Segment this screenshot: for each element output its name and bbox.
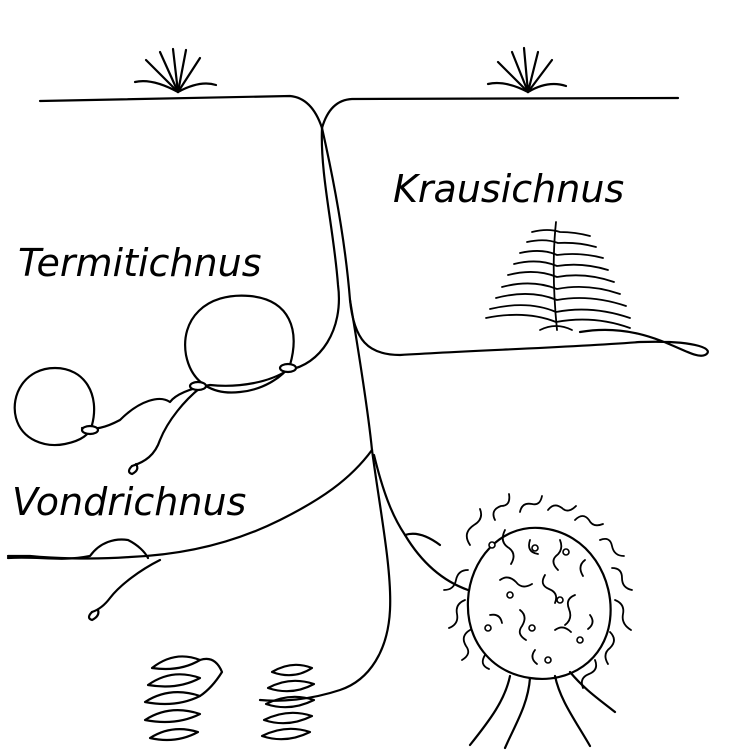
ground-surface-right (320, 96, 680, 130)
krausichnus-chamber-outline (348, 298, 709, 357)
fungus-comb-hyphae (443, 493, 633, 689)
termitichnus-tip (127, 462, 139, 476)
termitichnus-chamber-large (184, 294, 295, 394)
termitichnus-neck-1 (278, 362, 298, 374)
termitichnus-label: Termitichnus (18, 241, 262, 285)
vondrichnus-branch-down (90, 558, 162, 614)
main-tunnel-right-wall (320, 126, 374, 452)
lower-tunnel-3 (403, 532, 442, 547)
lower-tunnel-1 (258, 448, 392, 702)
termitichnus-neck-3 (80, 424, 100, 436)
fungus-comb-roots (468, 670, 617, 750)
ground-surface-left (38, 94, 324, 130)
stacked-cells-left (143, 655, 224, 742)
krausichnus-label: Krausichnus (393, 167, 625, 211)
fungus-comb-nest (443, 493, 633, 750)
termitichnus-branch-tunnel (80, 368, 290, 430)
termitichnus-connector (130, 386, 202, 468)
termitichnus-chamber-small (13, 366, 96, 446)
main-tunnel-left-wall (286, 126, 341, 372)
grass-tuft-right (486, 46, 568, 94)
grass-tuft-left (133, 47, 218, 94)
vondrichnus-tip (87, 608, 100, 622)
stacked-cells-right (260, 663, 316, 741)
fungus-comb-sphere (466, 526, 612, 680)
vondrichnus-lower-edge (6, 538, 150, 560)
fungus-comb-nodules (484, 541, 584, 664)
vondrichnus-label: Vondrichnus (12, 480, 247, 524)
krausichnus-fossil (485, 221, 631, 331)
termitichnus-neck-2 (188, 380, 208, 392)
